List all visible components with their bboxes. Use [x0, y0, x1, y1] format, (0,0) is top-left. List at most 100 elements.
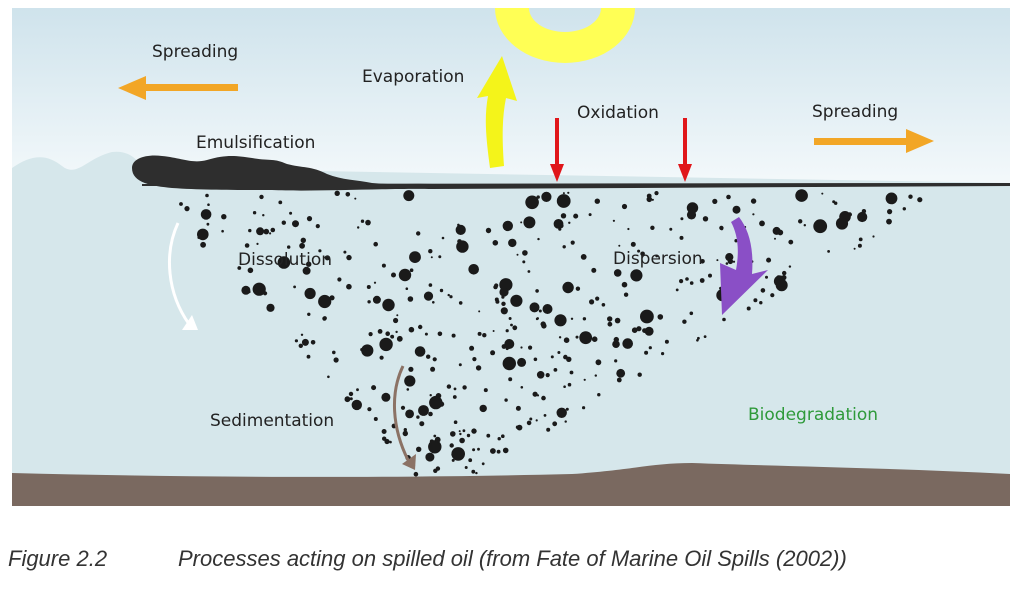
oil-droplet — [589, 299, 595, 305]
oil-droplet — [221, 214, 227, 220]
oil-droplet — [300, 333, 304, 336]
oil-droplet — [327, 375, 330, 379]
oil-droplet — [702, 216, 709, 222]
oil-droplet — [490, 448, 496, 454]
oil-droplet — [361, 344, 374, 357]
oil-droplet — [886, 218, 892, 225]
oil-droplet — [404, 375, 416, 387]
oil-droplet — [582, 317, 587, 321]
oil-droplet — [287, 245, 291, 249]
oil-droplet — [650, 225, 655, 230]
seabed — [12, 463, 1010, 506]
oil-droplet — [803, 224, 806, 227]
oil-droplet — [409, 251, 421, 263]
oil-droplet — [502, 356, 516, 371]
oil-droplet — [462, 429, 466, 433]
oil-droplet — [269, 232, 272, 235]
oil-droplet — [834, 201, 838, 205]
oil-droplet — [661, 352, 665, 356]
oil-droplet — [252, 282, 266, 296]
oil-droplet — [612, 219, 616, 222]
oil-droplet — [504, 339, 515, 349]
oil-droplet — [580, 254, 587, 260]
oil-droplet — [483, 388, 488, 393]
oil-droplet — [558, 227, 562, 231]
oil-droplet — [471, 469, 476, 474]
oil-droplet — [520, 346, 523, 349]
oil-droplet — [573, 213, 579, 219]
oil-droplet — [432, 301, 435, 304]
oil-droplet — [685, 277, 689, 281]
oil-droplet-field — [179, 189, 923, 485]
oil-droplet — [432, 357, 437, 362]
oil-droplet — [468, 264, 480, 275]
oil-droplet — [477, 331, 482, 336]
oil-droplet — [200, 241, 207, 248]
oil-droplet — [379, 337, 393, 352]
oil-droplet — [614, 359, 618, 363]
oil-droplet — [451, 333, 456, 338]
dispersion-arrow — [720, 217, 768, 315]
oil-droplet — [612, 340, 620, 349]
oil-droplet — [197, 228, 209, 241]
oil-droplet — [651, 198, 654, 201]
oil-droplet — [853, 247, 856, 250]
oil-droplet — [396, 314, 399, 317]
oil-droplet — [407, 296, 414, 302]
oil-droplet — [637, 249, 641, 253]
oil-droplet — [522, 250, 528, 256]
oil-droplet — [568, 221, 571, 224]
oil-droplet — [536, 394, 540, 397]
oil-droplet — [379, 355, 384, 360]
oil-droplet — [872, 235, 875, 238]
oil-droplet — [366, 285, 371, 289]
oil-droplet — [477, 447, 480, 451]
oil-droplet — [298, 343, 303, 348]
oil-droplet — [535, 289, 539, 293]
oil-droplet — [281, 220, 286, 225]
oil-droplet — [368, 332, 373, 337]
oil-droplet — [435, 466, 441, 471]
oil-fate-diagram: Spreading Evaporation Oxidation Spreadin… — [12, 8, 1010, 506]
oil-droplet — [252, 211, 257, 215]
label-biodegradation: Biodegradation — [748, 405, 878, 425]
oil-droplet — [514, 297, 519, 302]
oil-droplet — [538, 309, 542, 313]
oil-droplet — [332, 350, 336, 355]
oil-droplet — [381, 429, 387, 434]
oil-droplet — [405, 287, 409, 291]
oil-droplet — [734, 239, 738, 243]
oil-droplet — [481, 462, 485, 466]
oil-droplet — [437, 331, 443, 337]
oil-droplet — [418, 405, 429, 416]
oil-droplet — [552, 421, 558, 427]
oil-droplet — [795, 189, 808, 202]
oil-droplet — [553, 368, 558, 372]
oil-droplet — [595, 359, 602, 366]
oil-droplet — [205, 193, 209, 198]
oil-droplet — [486, 433, 491, 438]
oil-droplet — [306, 261, 312, 267]
oil-droplet — [680, 217, 684, 221]
oil-droplet — [644, 350, 649, 355]
oil-droplet — [428, 249, 433, 254]
oil-droplet — [644, 326, 654, 336]
oil-droplet — [263, 228, 270, 235]
oil-droplet — [334, 190, 340, 196]
oil-droplet — [472, 357, 477, 362]
oil-droplet — [536, 317, 539, 320]
oil-droplet — [533, 357, 538, 362]
oil-droplet — [348, 391, 354, 397]
oil-droplet — [858, 237, 863, 242]
oil-droplet — [466, 433, 471, 438]
oil-droplet — [449, 443, 454, 448]
oil-droplet — [423, 291, 434, 301]
oil-droplet — [337, 277, 342, 282]
label-spreading-left: Spreading — [152, 42, 238, 62]
oil-droplet — [459, 432, 462, 436]
oil-droplet — [857, 243, 862, 248]
oil-droplet — [520, 386, 524, 389]
oil-droplet — [471, 428, 477, 434]
oil-droplet — [554, 314, 567, 327]
oil-droplet — [266, 303, 275, 312]
